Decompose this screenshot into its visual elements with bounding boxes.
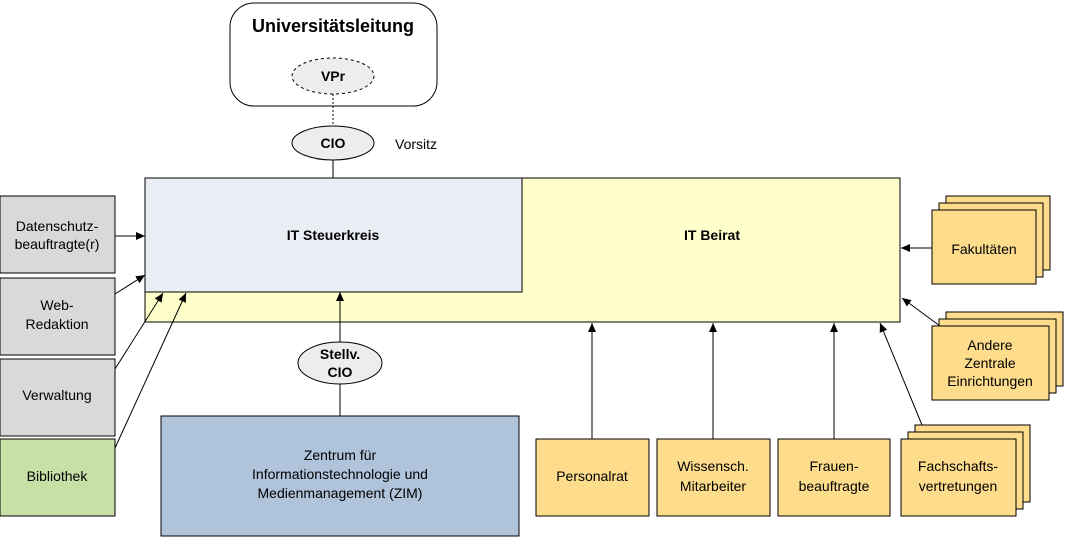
zim-box (160, 415, 520, 537)
svg-text:Fakultäten: Fakultäten (951, 241, 1016, 257)
cio-note: Vorsitz (395, 136, 437, 152)
left-box-verwaltung: Verwaltung (0, 358, 116, 437)
svg-text:Redaktion: Redaktion (25, 316, 88, 332)
leadership-box: Universitätsleitung VPr (229, 2, 438, 107)
steering-committee-box (144, 177, 523, 293)
svg-text:Bibliothek: Bibliothek (27, 468, 89, 484)
svg-text:vertretungen: vertretungen (919, 478, 998, 494)
bottom-box-fachschaftsvertretungen: Fachschafts- vertretungen (900, 424, 1031, 517)
bottom-box-frauenbeauftragte: Frauen- beauftragte (777, 438, 891, 517)
svg-text:Einrichtungen: Einrichtungen (947, 373, 1033, 389)
vpr-label: VPr (321, 68, 346, 84)
svg-text:Zentrale: Zentrale (964, 355, 1016, 371)
svg-text:Verwaltung: Verwaltung (22, 387, 91, 403)
svg-text:Frauen-: Frauen- (809, 458, 858, 474)
zim-line-1: Zentrum für (304, 447, 377, 463)
deputy-cio-line-2: CIO (328, 364, 353, 380)
arrow-andere-zentrale-einrichtungen (901, 297, 941, 327)
left-box-datenschutz: Datenschutz- beauftragte(r) (0, 195, 116, 274)
svg-text:Wissensch.: Wissensch. (677, 458, 749, 474)
svg-text:Andere: Andere (967, 337, 1012, 353)
svg-text:beauftragte: beauftragte (799, 478, 870, 494)
svg-text:Fachschafts-: Fachschafts- (918, 458, 998, 474)
left-box-bibliothek: Bibliothek (0, 438, 116, 517)
right-box-fakultaeten: Fakultäten (931, 195, 1051, 285)
svg-text:Mitarbeiter: Mitarbeiter (680, 478, 746, 494)
leadership-title: Universitätsleitung (252, 16, 414, 36)
bottom-box-personalrat: Personalrat (535, 438, 650, 517)
zim-line-2: Informationstechnologie und (252, 466, 428, 482)
steering-committee-label: IT Steuerkreis (287, 227, 380, 243)
arrow-web-redaktion (114, 274, 146, 295)
advisory-board-label: IT Beirat (684, 227, 740, 243)
arrow-fachschaftsvertretungen (879, 322, 923, 426)
bottom-box-wissensch-mitarbeiter: Wissensch. Mitarbeiter (656, 438, 771, 517)
right-box-andere-zentrale-einrichtungen: Andere Zentrale Einrichtungen (931, 311, 1064, 401)
zim-line-3: Medienmanagement (ZIM) (258, 485, 423, 501)
svg-text:Personalrat: Personalrat (556, 468, 628, 484)
deputy-cio-line-1: Stellv. (320, 346, 360, 362)
svg-text:Datenschutz-: Datenschutz- (16, 218, 99, 234)
arrow-verwaltung (114, 292, 164, 370)
svg-text:beauftragte(r): beauftragte(r) (15, 236, 100, 252)
arrow-bibliothek (114, 292, 187, 449)
svg-text:Web-: Web- (40, 297, 74, 313)
cio-label: CIO (321, 135, 346, 151)
left-box-web-redaktion: Web- Redaktion (0, 277, 116, 356)
